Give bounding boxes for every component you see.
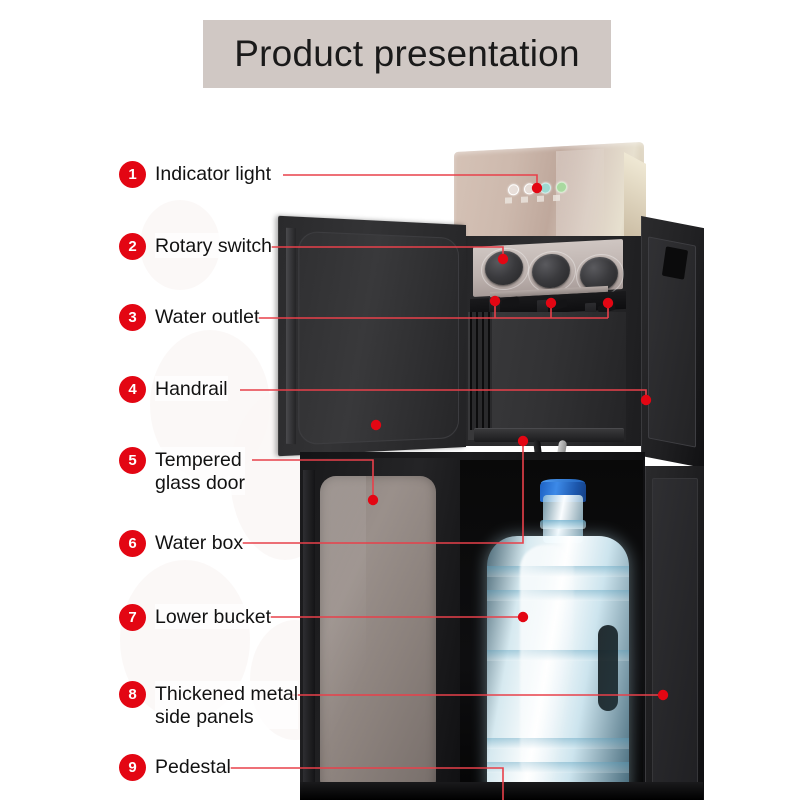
callout-9[interactable]: 9 Pedestal <box>119 754 231 781</box>
callout-label-9: Pedestal <box>155 754 231 779</box>
callout-badge-9: 9 <box>119 754 146 781</box>
handrail[interactable] <box>286 227 296 445</box>
callout-4[interactable]: 4 Handrail <box>119 376 228 403</box>
metal-side-panel-lower-inset <box>652 478 698 790</box>
callout-badge-4: 4 <box>119 376 146 403</box>
callout-5[interactable]: 5 Tempered glass door <box>119 447 245 495</box>
callout-label-8: Thickened metal side panels <box>155 681 299 729</box>
callout-badge-7: 7 <box>119 604 146 631</box>
indicator-light-icon <box>508 183 519 196</box>
page-title-banner: Product presentation <box>203 20 611 88</box>
callout-label-8-line-2: side panels <box>155 705 254 728</box>
callout-badge-3: 3 <box>119 304 146 331</box>
drip-tray <box>474 428 624 442</box>
callout-2[interactable]: 2 Rotary switch <box>119 233 273 260</box>
side-panel-vent <box>661 246 689 280</box>
indicator-light-icon <box>556 181 567 194</box>
callout-label-4: Handrail <box>155 376 228 401</box>
callout-label-7-line-1: Lower bucket <box>155 606 271 628</box>
callout-label-6: Water box <box>155 530 244 555</box>
callout-1[interactable]: 1 Indicator light <box>119 161 271 188</box>
water-box-recess <box>468 312 626 440</box>
glass-door-reflection <box>320 476 366 796</box>
callout-badge-1: 1 <box>119 161 146 188</box>
callout-badge-6: 6 <box>119 530 146 557</box>
callout-label-5-line-2: glass door <box>155 471 245 494</box>
callout-label-8-line-1: Thickened metal <box>155 683 299 705</box>
gold-top-panel <box>454 141 644 246</box>
callout-label-2-line-1: Rotary switch <box>155 235 273 257</box>
bottle-neck <box>543 495 583 543</box>
callout-label-7: Lower bucket <box>155 604 271 629</box>
callout-label-5-line-1: Tempered <box>155 449 242 471</box>
callout-label-4-line-1: Handrail <box>155 378 228 400</box>
upper-cabinet-door-panel <box>298 230 459 446</box>
callout-label-5: Tempered glass door <box>155 447 245 495</box>
callout-3[interactable]: 3 Water outlet <box>119 304 260 331</box>
callout-badge-5: 5 <box>119 447 146 474</box>
indicator-light-icon <box>540 182 551 194</box>
callout-6[interactable]: 6 Water box <box>119 530 244 557</box>
pedestal <box>300 782 703 800</box>
callout-label-1: Indicator light <box>155 161 271 186</box>
bottle-neck-ring <box>540 520 586 529</box>
callout-badge-8: 8 <box>119 681 146 708</box>
callout-label-3-line-1: Water outlet <box>155 306 260 328</box>
glass-door-hinge <box>303 470 315 798</box>
indicator-light-icon <box>524 183 535 195</box>
callout-badge-2: 2 <box>119 233 146 260</box>
callout-label-1-line-1: Indicator light <box>155 163 271 185</box>
water-box-side-slots <box>470 312 492 430</box>
callout-8[interactable]: 8 Thickened metal side panels <box>119 681 299 729</box>
callout-7[interactable]: 7 Lower bucket <box>119 604 271 631</box>
callout-label-6-line-1: Water box <box>155 532 244 554</box>
callout-label-2: Rotary switch <box>155 233 273 258</box>
page-title: Product presentation <box>234 33 580 74</box>
bottle-highlight <box>520 545 574 785</box>
callout-label-3: Water outlet <box>155 304 260 329</box>
callout-label-9-line-1: Pedestal <box>155 756 231 778</box>
bottle-handle <box>598 625 618 711</box>
